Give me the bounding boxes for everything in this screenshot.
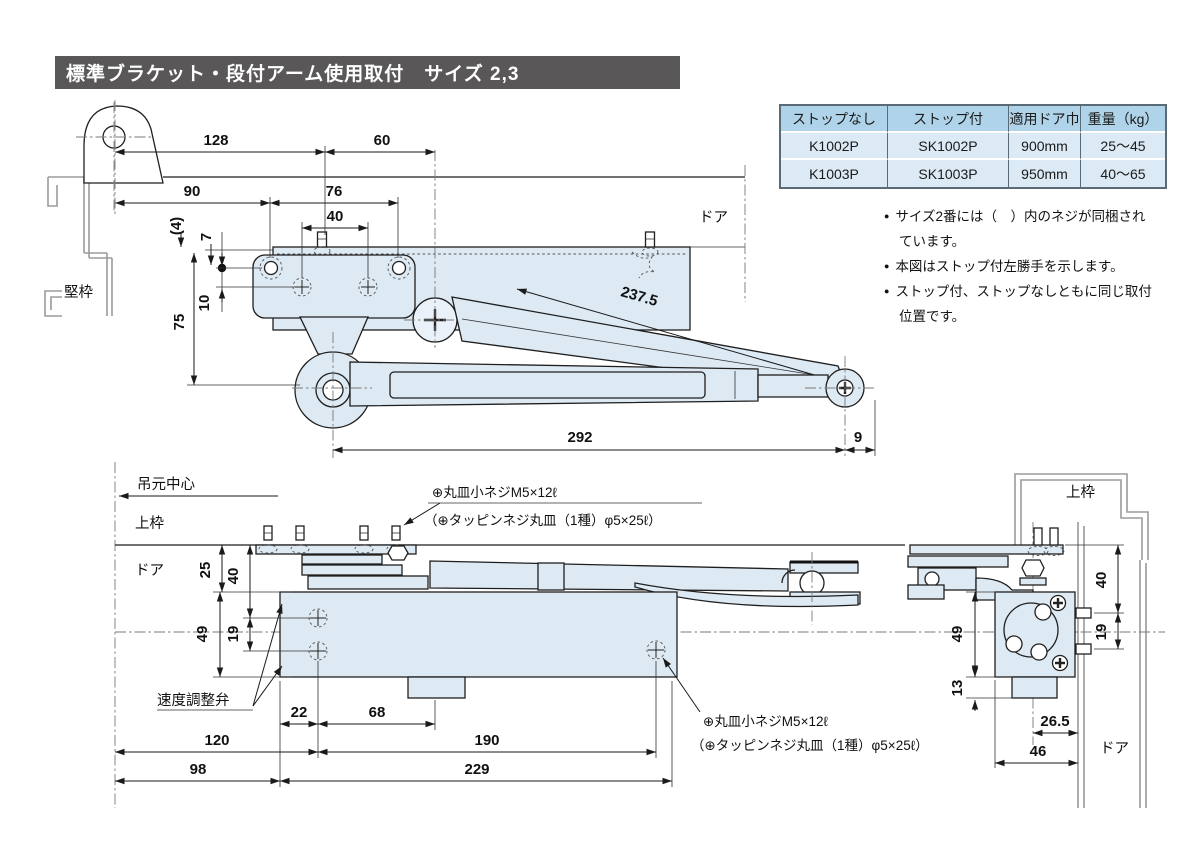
reference-dims: (4) 7 10 xyxy=(168,217,295,312)
dim-label-26-5: 26.5 xyxy=(1040,713,1069,730)
arm-pivot-screw xyxy=(404,150,469,348)
dim-label-40: 40 xyxy=(225,568,242,585)
page-title: 標準ブラケット・段付アーム使用取付 サイズ 2,3 xyxy=(66,64,520,85)
mounting-plate-side xyxy=(255,525,417,555)
speed-valve-callout: 速度調整弁 xyxy=(157,603,283,711)
col-header-weight: 重量（kg） xyxy=(1081,106,1165,133)
bullet-icon: ● xyxy=(884,286,890,296)
table-row: K1002P SK1002P 900mm 25〜45 xyxy=(781,133,1165,160)
bullet-icon: ● xyxy=(884,211,890,221)
col-header-door-width: 適用ドア巾 xyxy=(1009,106,1081,133)
dim-label-120: 120 xyxy=(204,732,229,749)
bullet-icon: ● xyxy=(884,261,890,271)
dim-label-7: 7 xyxy=(198,233,215,241)
note-item: ● 本図はストップ付左勝手を示します。 xyxy=(884,254,1152,279)
hinge-center-label: 吊元中心 xyxy=(137,476,195,493)
dim-label-90: 90 xyxy=(184,183,201,200)
dim-label-25: 25 xyxy=(197,562,214,579)
side-bottom-dimensions: 22 68 120 190 98 229 xyxy=(115,661,673,787)
cell-model-stop: SK1002P xyxy=(888,133,1009,160)
vertical-frame-label: 堅枠 xyxy=(64,284,93,301)
hinge-bracket xyxy=(76,102,164,212)
dim-label-9: 9 xyxy=(854,429,862,446)
dim-label-98: 98 xyxy=(190,761,207,778)
dim-label-190: 190 xyxy=(474,732,499,749)
arm-assembly-side xyxy=(301,545,861,625)
col-header-stop-none: ストップなし xyxy=(781,106,888,133)
title-bar: 標準ブラケット・段付アーム使用取付 サイズ 2,3 xyxy=(55,56,680,89)
dim-label-76: 76 xyxy=(326,183,343,200)
col-header-stop-with: ストップ付 xyxy=(888,106,1009,133)
top-frame-profile xyxy=(1014,473,1149,560)
dim-label-19: 19 xyxy=(225,626,242,643)
note-text: 本図はストップ付左勝手を示します。 xyxy=(895,259,1124,274)
arm-assembly-section xyxy=(907,527,1065,601)
dim-label-19: 19 xyxy=(1093,624,1110,641)
dim-label-4: (4) xyxy=(168,217,185,235)
door-section-lines xyxy=(1077,522,1147,808)
dim-label-292: 292 xyxy=(567,429,592,446)
dim-label-60: 60 xyxy=(374,132,391,149)
screw-note-top: ⊕丸皿小ネジM5×12ℓ （⊕タッピンネジ丸皿（1種）φ5×25ℓ） xyxy=(403,485,702,528)
dim-label-229: 229 xyxy=(464,761,489,778)
dim-label-13: 13 xyxy=(949,680,966,697)
note-item: ● サイズ2番には（ ）内のネジが同梱されています。 xyxy=(884,204,1152,254)
dim-label-68: 68 xyxy=(369,704,386,721)
right-dimensions: 40 19 49 13 26.5 46 xyxy=(949,544,1124,768)
speed-valve-label: 速度調整弁 xyxy=(157,692,230,709)
door-label: ドア xyxy=(1100,741,1129,757)
top-dimensions: 128 60 90 76 40 75 292 9 xyxy=(114,100,876,456)
top-view-drawing: 堅枠 ドア xyxy=(44,100,876,458)
door-label: ドア xyxy=(699,210,728,226)
screw-note-line2: （⊕タッピンネジ丸皿（1種）φ5×25ℓ） xyxy=(691,738,929,753)
vertical-frame-profile xyxy=(44,176,113,317)
closer-body-side xyxy=(279,591,678,699)
cell-door-width: 900mm xyxy=(1009,133,1081,160)
right-view-drawing: 上枠 ドア xyxy=(905,473,1165,808)
cell-model-stop: SK1003P xyxy=(888,160,1009,187)
dim-label-40: 40 xyxy=(327,208,344,225)
screw-note-bottom: ⊕丸皿小ネジM5×12ℓ （⊕タッピンネジ丸皿（1種）φ5×25ℓ） xyxy=(662,657,929,753)
cell-door-width: 950mm xyxy=(1009,160,1081,187)
side-left-dimensions: 25 40 49 19 xyxy=(194,545,310,678)
side-view-drawing: 吊元中心 上枠 ドア xyxy=(114,462,929,808)
dim-label-10: 10 xyxy=(196,295,213,312)
spec-table: ストップなし ストップ付 適用ドア巾 重量（kg） K1002P SK1002P… xyxy=(779,104,1167,189)
cell-model: K1003P xyxy=(781,160,888,187)
screw-note-line1: ⊕丸皿小ネジM5×12ℓ xyxy=(432,485,557,500)
cell-weight: 25〜45 xyxy=(1081,133,1165,160)
cell-model: K1002P xyxy=(781,133,888,160)
dim-label-128: 128 xyxy=(203,132,228,149)
top-frame-label: 上枠 xyxy=(1066,484,1095,501)
dim-label-40: 40 xyxy=(1093,572,1110,589)
door-label: ドア xyxy=(135,563,164,579)
note-item: ● ストップ付、ストップなしともに同じ取付位置です。 xyxy=(884,279,1152,329)
dim-label-46: 46 xyxy=(1030,743,1047,760)
cell-weight: 40〜65 xyxy=(1081,160,1165,187)
screw-note-line2: （⊕タッピンネジ丸皿（1種）φ5×25ℓ） xyxy=(424,513,662,528)
dim-label-49: 49 xyxy=(949,626,966,643)
note-text: ストップ付、ストップなしともに同じ取付位置です。 xyxy=(895,284,1152,324)
closer-body-section xyxy=(994,591,1092,699)
dim-label-22: 22 xyxy=(291,704,308,721)
dim-label-49: 49 xyxy=(194,626,211,643)
screw-note-line1: ⊕丸皿小ネジM5×12ℓ xyxy=(703,714,828,729)
notes-list: ● サイズ2番には（ ）内のネジが同梱されています。 ● 本図はストップ付左勝手を示… xyxy=(884,204,1152,329)
note-text: サイズ2番には（ ）内のネジが同梱されています。 xyxy=(895,209,1146,249)
forearm xyxy=(292,332,874,458)
table-row: K1003P SK1003P 950mm 40〜65 xyxy=(781,160,1165,187)
top-frame-label: 上枠 xyxy=(135,515,164,532)
dim-label-75: 75 xyxy=(171,314,188,331)
